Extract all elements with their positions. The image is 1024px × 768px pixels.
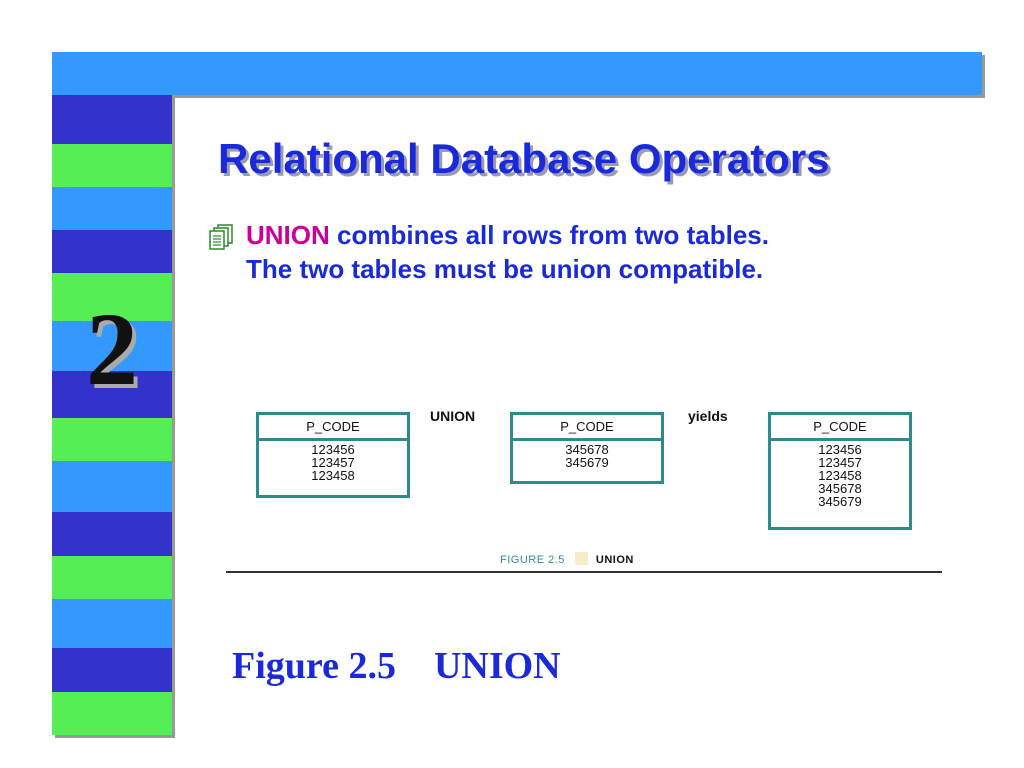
- stripe: [52, 692, 172, 735]
- stripe: [52, 371, 172, 418]
- table-row: 123456: [311, 442, 355, 457]
- stripe: [52, 648, 172, 692]
- bottom-caption: Figure 2.5 UNION: [232, 644, 561, 688]
- bullet-line-2: The two tables must be union compatible.: [246, 254, 764, 284]
- stripe: [52, 321, 172, 371]
- table-row: 123458: [311, 468, 355, 483]
- operator-label: UNION: [430, 408, 476, 424]
- stripe: [52, 599, 172, 648]
- union-figure: P_CODE 123456 123457 123458 UNION P_CODE…: [226, 392, 942, 573]
- bottom-caption-number: Figure 2.5: [232, 645, 396, 687]
- stripe: [52, 512, 172, 556]
- slide-title: Relational Database Operators: [218, 135, 830, 182]
- document-icon: [208, 224, 236, 250]
- source-table-1: P_CODE 123456 123457 123458: [256, 412, 410, 498]
- figure-caption: FIGURE 2.5 UNION: [500, 552, 634, 566]
- caption-title: UNION: [595, 554, 634, 566]
- table-row: 123456: [818, 442, 862, 457]
- table-row: 123457: [818, 455, 862, 470]
- union-keyword: UNION: [246, 220, 330, 250]
- table-header: P_CODE: [771, 415, 909, 441]
- caption-square-icon: [574, 552, 588, 565]
- stripe: [52, 273, 172, 321]
- table-row: 123457: [311, 455, 355, 470]
- result-label: yields: [688, 408, 728, 424]
- table-row: 345679: [565, 455, 609, 470]
- top-banner: [52, 52, 982, 95]
- section-number: 2: [86, 292, 138, 407]
- table-row: 345678: [565, 442, 609, 457]
- table-header: P_CODE: [259, 415, 407, 441]
- table-header: P_CODE: [513, 415, 661, 441]
- bullet-line-1: UNION combines all rows from two tables.: [246, 218, 948, 252]
- source-table-2: P_CODE 345678 345679: [510, 412, 664, 484]
- table-row: 345679: [818, 494, 862, 509]
- figure-divider: [226, 571, 942, 573]
- stripe: [52, 144, 172, 187]
- caption-prefix: FIGURE 2.5: [500, 554, 565, 566]
- side-stripe-column: [52, 95, 172, 735]
- stripe: [52, 187, 172, 230]
- table-row: 123458: [818, 468, 862, 483]
- stripe: [52, 461, 172, 512]
- bullet-point: UNION combines all rows from two tables.…: [208, 218, 948, 286]
- bottom-caption-name: UNION: [433, 645, 561, 687]
- stripe: [52, 230, 172, 273]
- stripe: [52, 95, 172, 144]
- bullet-line-1-text: combines all rows from two tables.: [329, 220, 769, 250]
- stripe: [52, 556, 172, 599]
- stripe: [52, 418, 172, 461]
- table-row: 345678: [818, 481, 862, 496]
- result-table: P_CODE 123456 123457 123458 345678 34567…: [768, 412, 912, 530]
